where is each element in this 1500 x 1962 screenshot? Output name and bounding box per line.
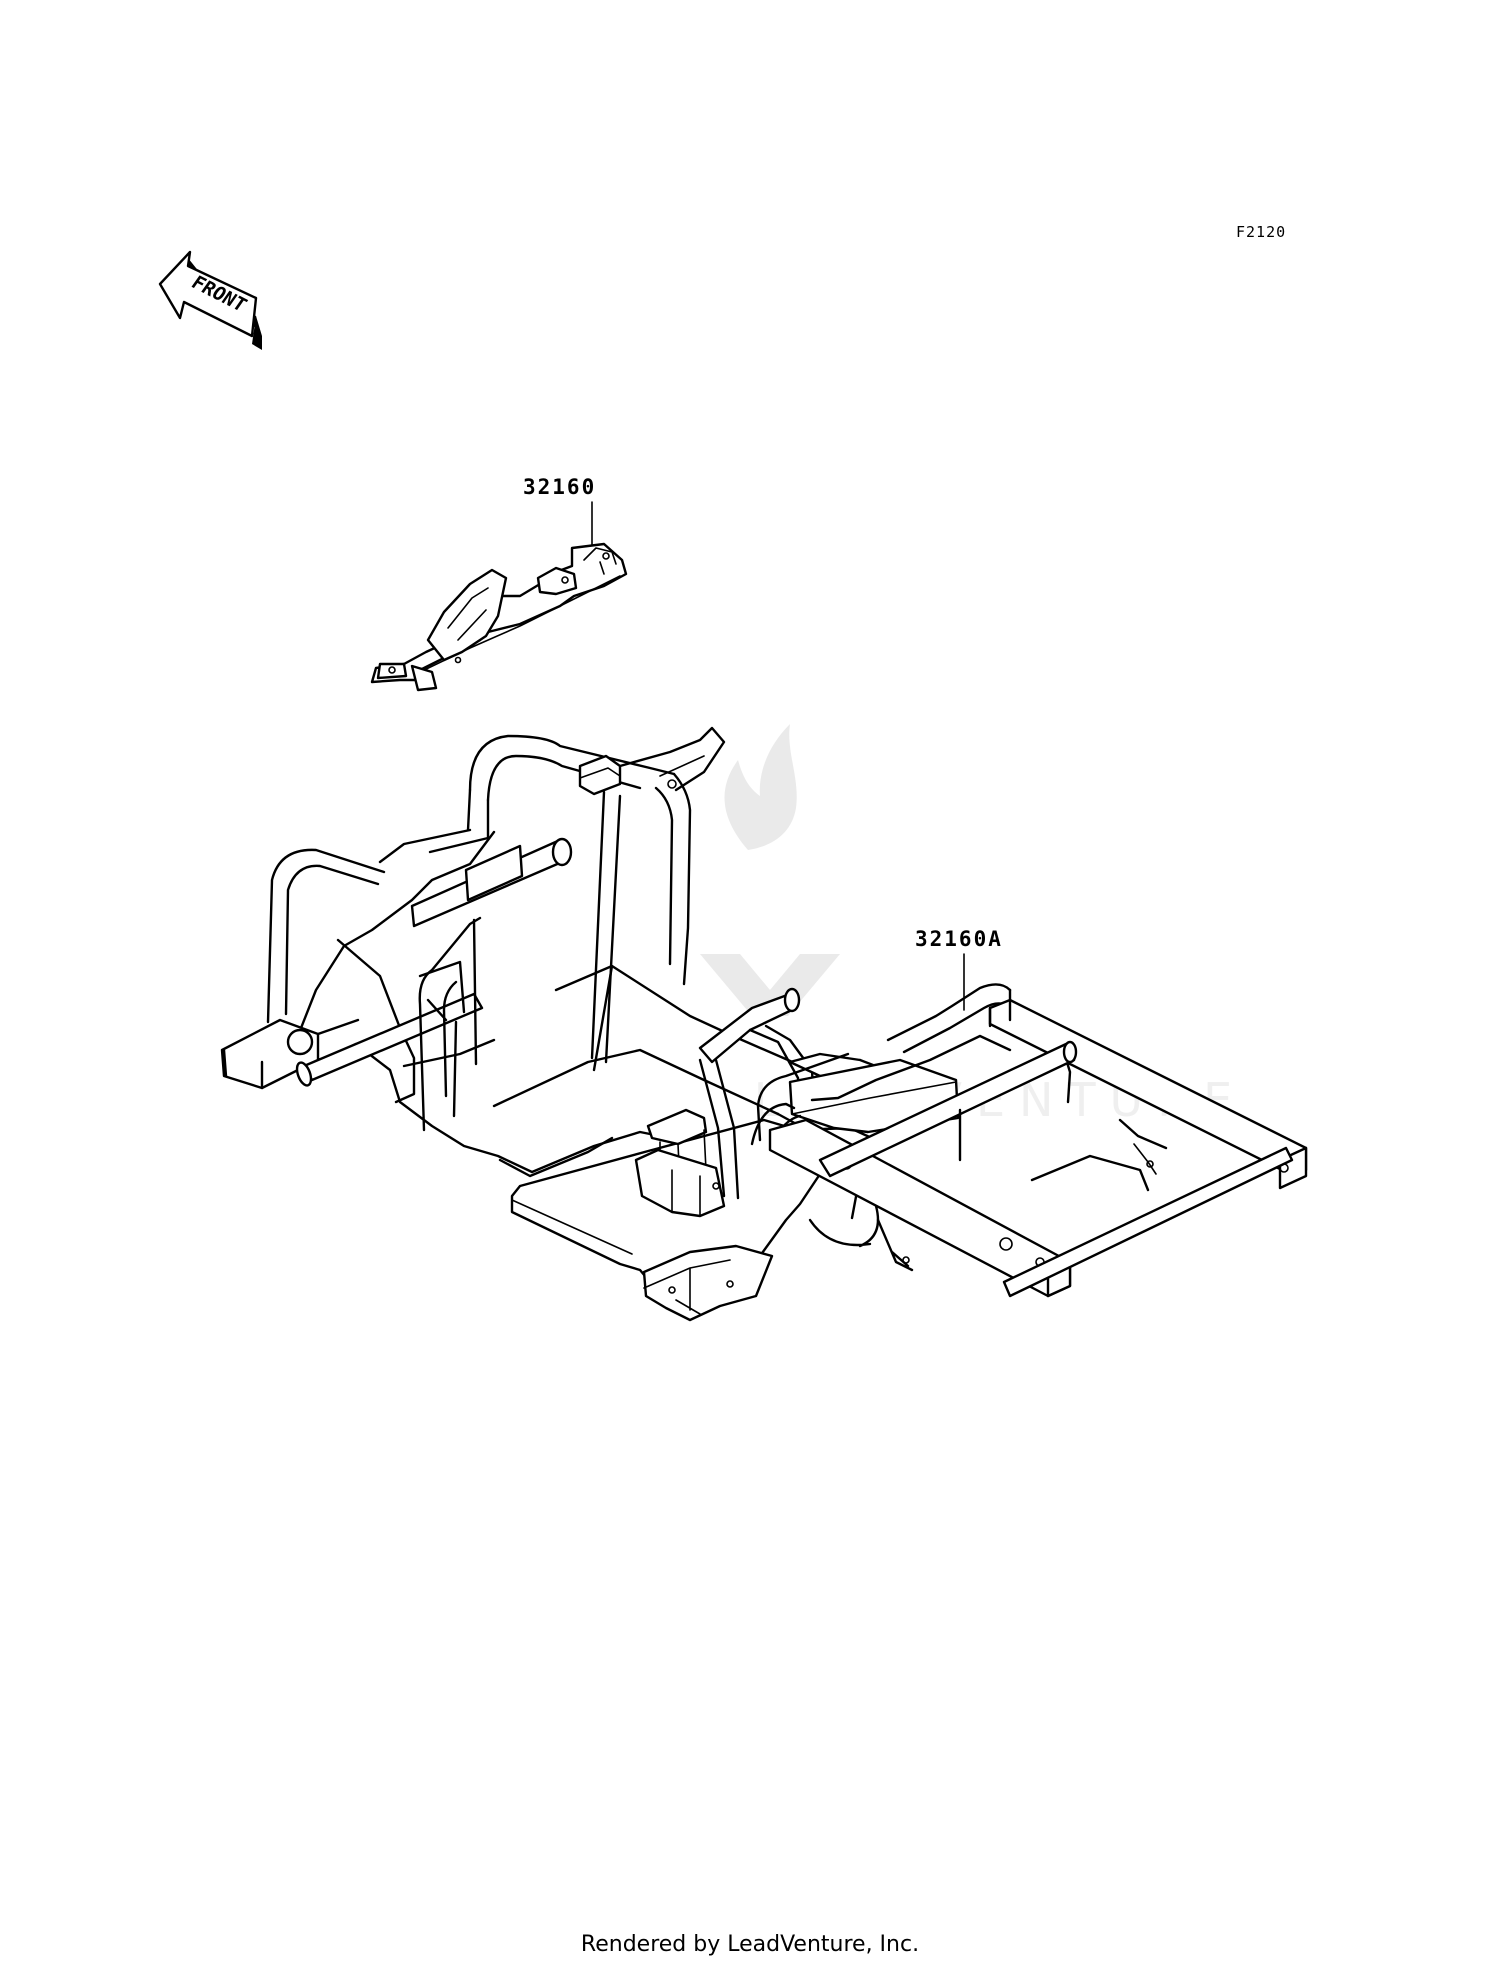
callout-32160[interactable]: 32160 bbox=[523, 475, 597, 499]
part-32160-rail bbox=[370, 501, 628, 692]
figure-code: F2120 bbox=[1236, 223, 1287, 241]
leadventure-watermark: LEADVENTURE bbox=[700, 724, 1232, 1127]
front-arrow-icon: FRONT bbox=[158, 250, 262, 350]
part-32160a-frame bbox=[220, 726, 1308, 1322]
footer-credit: Rendered by LeadVenture, Inc. bbox=[580, 1932, 920, 1957]
callout-32160a[interactable]: 32160A bbox=[915, 927, 1003, 951]
